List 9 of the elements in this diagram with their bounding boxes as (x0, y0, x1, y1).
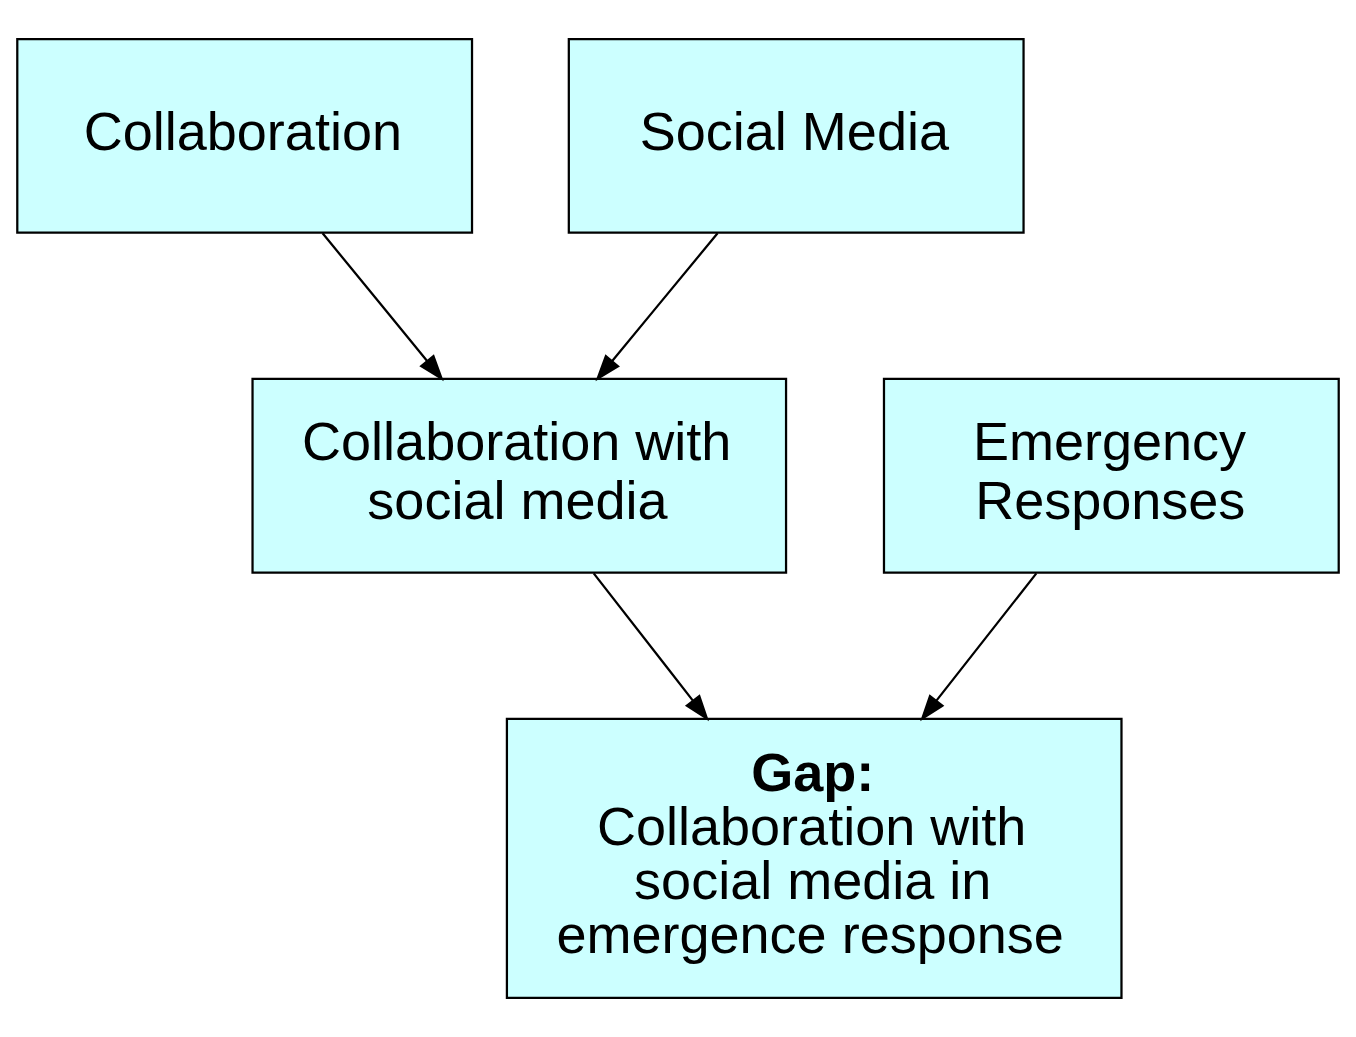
node-box: Social Media (567, 37, 1025, 234)
node-box: Gap: Collaboration with social media in emergence response (505, 717, 1123, 1000)
node-box: Emergency Responses (882, 377, 1340, 574)
node-box: Collaboration (16, 37, 474, 234)
arrow (592, 572, 710, 722)
arrow (920, 572, 1038, 722)
node-box: Collaboration with social media (251, 377, 788, 574)
arrow (321, 232, 444, 382)
arrow (595, 232, 719, 382)
